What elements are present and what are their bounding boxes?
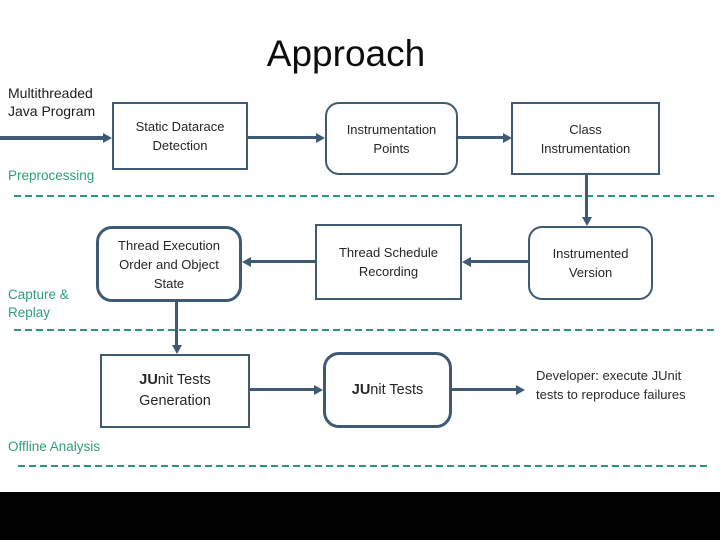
box-thread-execution-order: Thread Execution Order and Object State: [96, 226, 242, 302]
box-static-datarace-detection: Static Datarace Detection: [112, 102, 248, 170]
box-junit-tests-generation: JUnit Tests Generation: [100, 354, 250, 428]
box-instrumented-version: Instrumented Version: [528, 226, 653, 300]
junit-tests-label: JUnit Tests: [352, 380, 423, 401]
arrow-teo-to-jug-head-icon: [171, 345, 182, 354]
arrow-jt-to-developer-line: [452, 388, 516, 391]
arrow-iv-to-tsr-line: [471, 260, 528, 263]
developer-note: Developer: execute JUnit tests to reprod…: [536, 368, 686, 402]
phase-label-capture-replay: Capture & Replay: [8, 287, 69, 320]
arrow-ci-to-iv-head-icon: [581, 217, 592, 226]
input-label: Multithreaded Java Program: [8, 85, 96, 119]
arrow-ip-to-ci-line: [458, 136, 503, 139]
junit-tests-rest: nit Tests: [370, 381, 424, 398]
arrow-teo-to-jug-line: [175, 302, 178, 345]
letterbox-bar: [0, 492, 720, 540]
junit-generation-rest: nit Tests Generation: [139, 372, 211, 409]
box-thread-schedule-recording: Thread Schedule Recording: [315, 224, 462, 300]
junit-tests-bold-prefix: JU: [351, 381, 371, 398]
arrow-input-line: [0, 136, 103, 140]
arrow-jt-to-developer-head-icon: [516, 384, 525, 395]
phase-label-offline-analysis: Offline Analysis: [8, 439, 101, 454]
arrow-jug-to-jt-line: [250, 388, 314, 391]
arrow-iv-to-tsr-head-icon: [462, 256, 471, 267]
box-junit-tests: JUnit Tests: [323, 352, 452, 428]
arrow-tsr-to-teo-head-icon: [242, 256, 251, 267]
arrow-ci-to-iv-line: [585, 175, 588, 217]
box-instrumentation-points: Instrumentation Points: [325, 102, 458, 175]
arrow-jug-to-jt-head-icon: [314, 384, 323, 395]
dashed-separator-capture-replay: [14, 329, 718, 331]
junit-generation-label: JUnit Tests Generation: [139, 370, 211, 412]
slide-title: Approach: [266, 33, 426, 74]
arrow-tsr-to-teo-line: [251, 260, 315, 263]
box-class-instrumentation: Class Instrumentation: [511, 102, 660, 175]
arrow-sdd-to-ip-line: [248, 136, 316, 139]
arrow-input-head-icon: [103, 133, 112, 143]
dashed-separator-offline-analysis: [18, 465, 710, 467]
junit-generation-bold-prefix: JU: [139, 372, 158, 388]
phase-label-preprocessing: Preprocessing: [8, 168, 95, 183]
arrow-sdd-to-ip-head-icon: [316, 132, 325, 143]
dashed-separator-preprocessing: [14, 195, 718, 197]
arrow-ip-to-ci-head-icon: [503, 132, 512, 143]
